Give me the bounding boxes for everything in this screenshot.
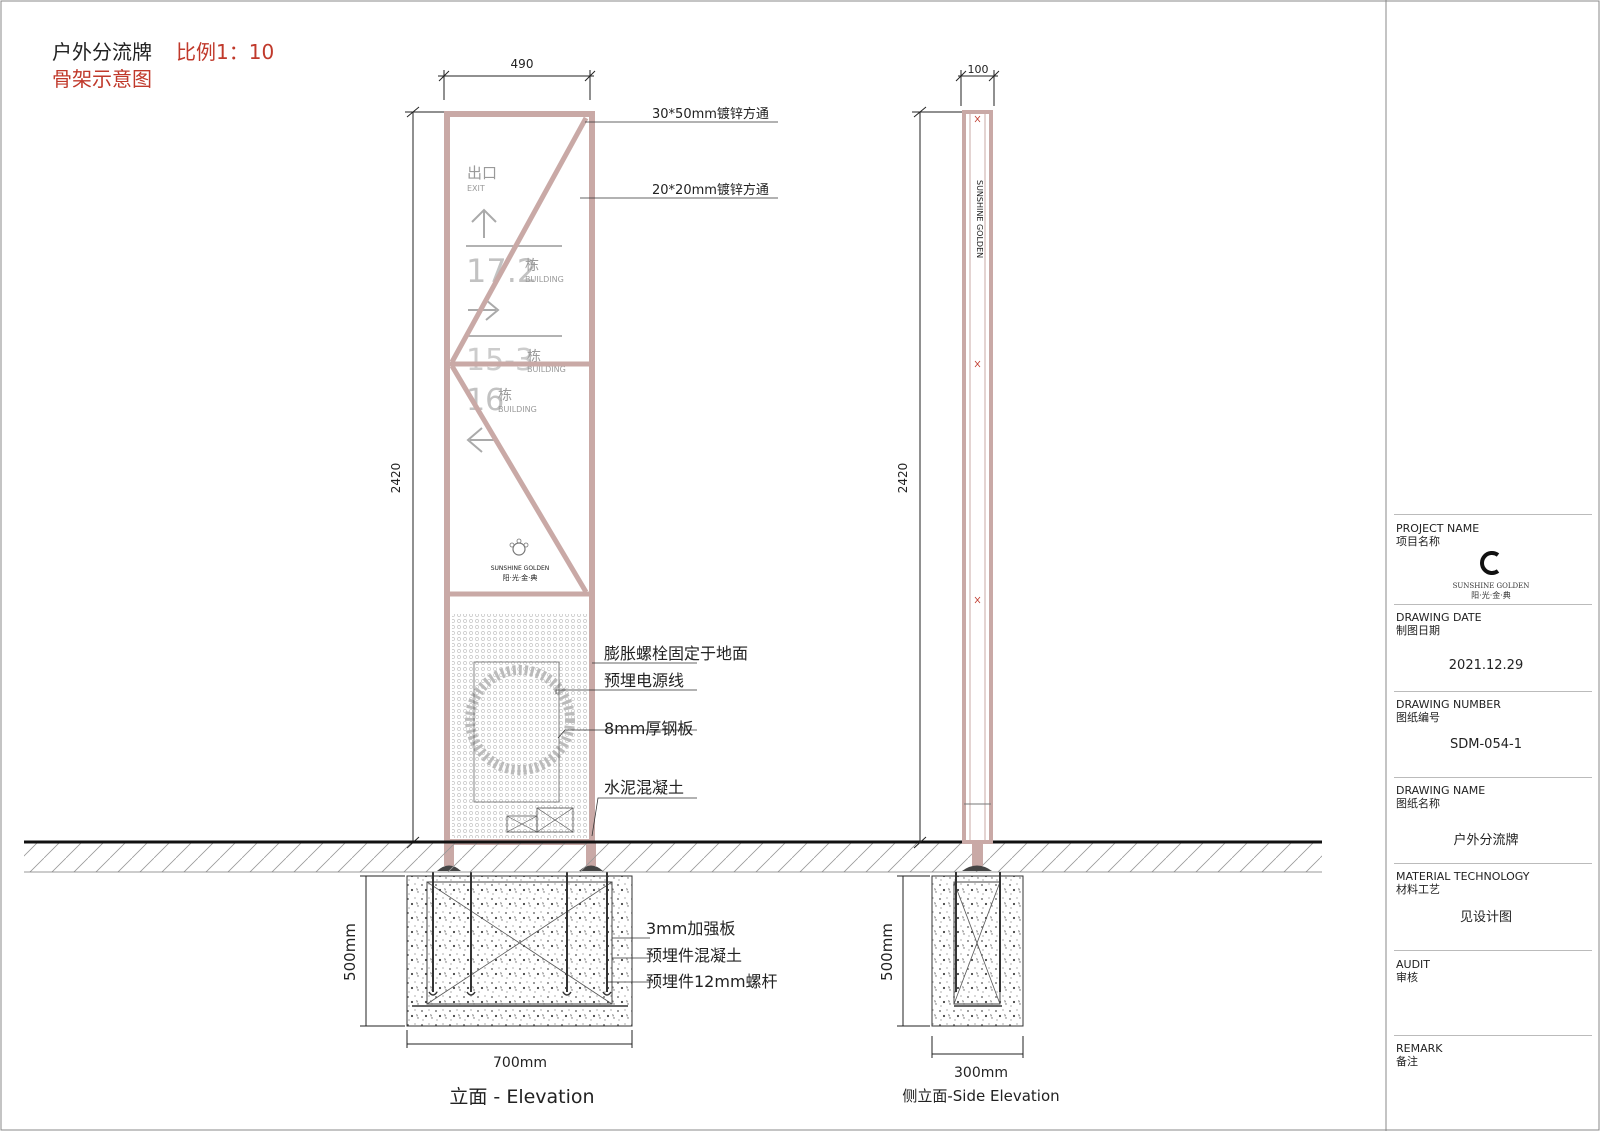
callout-concrete: 水泥混凝土 [604,778,684,797]
drawing-scale: 比例1：10 [176,40,274,64]
callout-inner-tube: 20*20mm镀锌方通 [652,182,769,198]
front-height-label: 2420 [389,463,403,494]
front-caption: 立面 - Elevation [449,1086,594,1108]
title-block-logo: SUNSHINE GOLDEN 阳·光·金·典 [1446,548,1536,601]
side-width-label: 100 [968,63,989,76]
sign-exit-en: EXIT [467,184,485,193]
frame-diagonal-upper [449,116,589,364]
callout-main-tube: 30*50mm镀锌方通 [652,106,769,122]
sign-row1-cn: 栋 [525,257,539,274]
audit-label: AUDIT 审核 [1396,958,1431,984]
side-elevation: 100 2420 SUNSHINE GOLDEN 500mm [878,63,1060,1105]
drawing-title: 户外分流牌 [52,40,152,64]
drawing-number-label: DRAWING NUMBER 图纸编号 [1396,698,1501,724]
drawing-date-value: 2021.12.29 [1448,658,1524,673]
remark-label: REMARK 备注 [1396,1042,1443,1068]
drawing-name-label: DRAWING NAME 图纸名称 [1396,784,1486,810]
front-foundation-height-label: 500mm [341,923,359,981]
side-foundation-height-label: 500mm [878,923,896,981]
drawing-name-value: 户外分流牌 [1453,833,1519,848]
up-arrow-icon [471,208,497,238]
material-technology-value: 见设计图 [1459,910,1512,925]
anchor-rods [432,872,608,992]
sign-logo-cn: 阳·光·金·典 [503,573,538,582]
sign-row1-en: BUILDING [525,275,564,284]
front-embedded-frame [426,881,613,1005]
drawing-subtitle: 骨架示意图 [52,67,152,91]
title-block: PROJECT NAME 项目名称 SUNSHINE GOLDEN 阳·光·金·… [1386,0,1600,1131]
callout-reinforcing-plate: 3mm加强板 [646,919,735,938]
callout-expansion-bolt: 膨胀螺栓固定于地面 [604,644,748,663]
drawing-date-label: DRAWING DATE 制图日期 [1396,611,1482,637]
ground-line [24,840,1322,873]
front-foundation-width-label: 700mm [493,1055,547,1071]
sunshine-golden-logo: SUNSHINE GOLDEN 阳·光·金·典 [491,538,550,582]
front-width-label: 490 [511,57,534,71]
sign-face: 出口 EXIT 17.2 栋 BUILDING 15-3 栋 BUILDING … [466,164,566,582]
callout-embedded-concrete: 预埋件混凝土 [646,946,742,965]
junction-boxes [506,807,574,833]
sign-row3-en: BUILDING [498,405,537,414]
sign-row2-en: BUILDING [527,365,566,374]
side-caption: 侧立面-Side Elevation [902,1087,1059,1105]
side-weld-markers [974,115,981,604]
logo-c-icon [1480,551,1500,575]
sign-row2-cn: 栋 [527,348,541,365]
project-name-label: PROJECT NAME 项目名称 [1396,522,1480,548]
callout-embedded-rod: 预埋件12mm螺杆 [646,972,778,991]
drawing-number-value: SDM-054-1 [1450,737,1522,752]
sign-row3-cn: 栋 [498,387,512,404]
frame-diagonal-lower [449,364,589,594]
side-bolt-cap [962,865,992,871]
steel-plate-outline [473,661,560,803]
sign-row2-number: 15-3 [466,343,534,378]
mesh-logo-pattern [465,665,575,775]
side-concrete-foundation [931,875,1024,1027]
side-vertical-text: SUNSHINE GOLDEN [975,180,984,258]
side-foundation-width-label: 300mm [954,1065,1008,1081]
sign-exit-cn: 出口 [467,164,497,182]
side-post-base [972,842,983,866]
material-technology-label: MATERIAL TECHNOLOGY 材料工艺 [1396,870,1530,896]
front-elevation: 490 2420 出口 EXIT 17.2 栋 BUILDING 15-3 栋 … [341,57,778,1108]
sign-logo-en: SUNSHINE GOLDEN [491,565,550,572]
front-concrete-foundation [406,875,633,1027]
callout-steel-plate: 8mm厚钢板 [604,719,693,738]
callout-power-cable: 预埋电源线 [604,671,684,690]
side-height-label: 2420 [896,463,910,494]
